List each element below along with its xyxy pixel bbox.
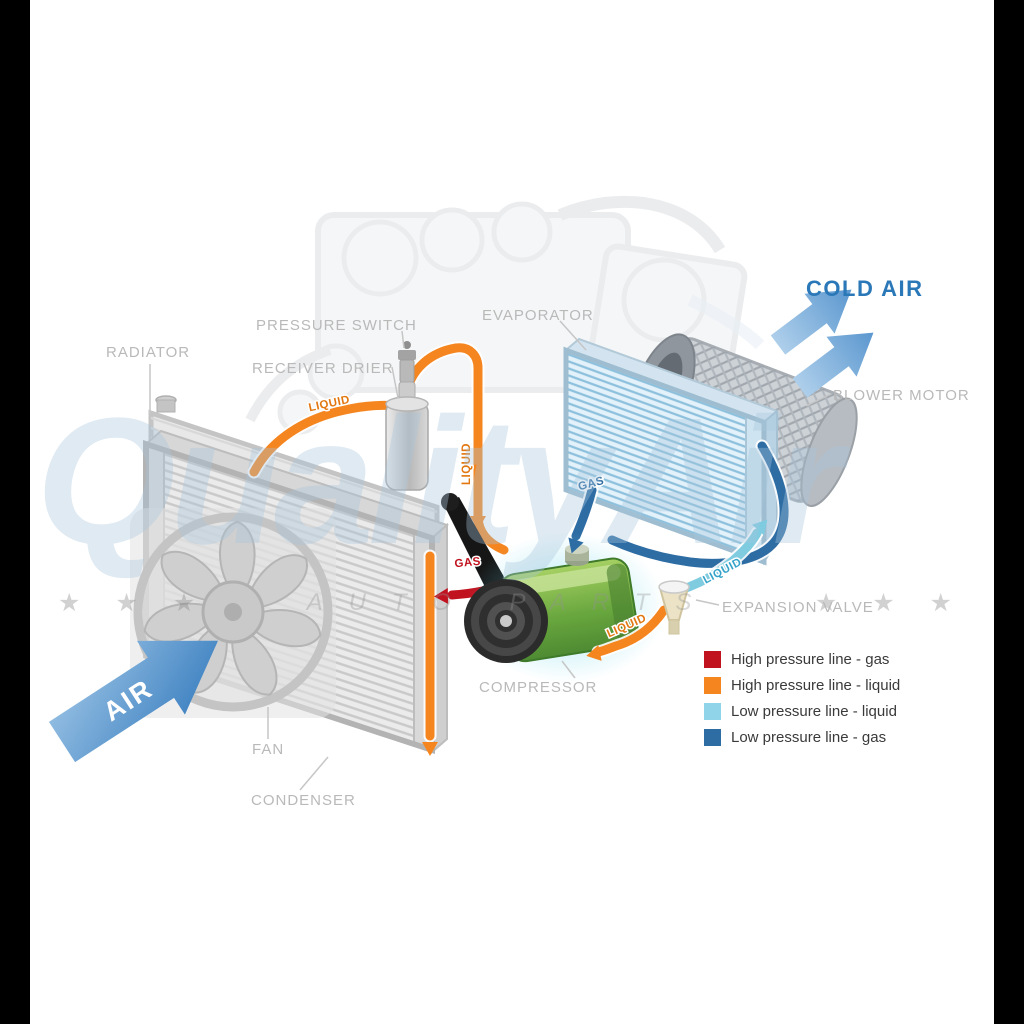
legend: High pressure line - gas High pressure l… [704, 646, 900, 750]
expansion-valve [658, 580, 690, 635]
legend-item-low-pressure-gas: Low pressure line - gas [704, 724, 900, 750]
leader-lines [149, 320, 832, 791]
receiver-drier [385, 341, 429, 491]
label-fan: FAN [252, 741, 285, 758]
flow-arrow [568, 537, 584, 554]
legend-label: High pressure line - liquid [731, 676, 901, 694]
flow-arrow [422, 742, 438, 756]
label-receiver-drier: RECEIVER DRIER [252, 360, 394, 377]
cold-air-arrow [792, 332, 874, 398]
pipe-high-pressure-liquid [593, 605, 669, 657]
flow-arrow [586, 645, 602, 661]
legend-label: Low pressure line - liquid [731, 702, 897, 720]
pipe-low-pressure-liquid [675, 528, 762, 595]
legend-swatch-high-pressure-gas [704, 650, 721, 668]
evaporator [563, 337, 779, 566]
legend-item-high-pressure-gas: High pressure line - gas [704, 646, 900, 672]
pipe-low-pressure-gas [571, 485, 597, 541]
left-black-bar [0, 0, 30, 1024]
pipe-high-pressure-liquid [249, 400, 405, 477]
legend-swatch-high-pressure-liquid [704, 676, 721, 694]
label-cold-air: COLD AIR [806, 276, 924, 301]
flow-arrows [422, 516, 768, 756]
label-pressure-switch: PRESSURE SWITCH [256, 317, 417, 334]
legend-item-high-pressure-liquid: High pressure line - liquid [704, 672, 900, 698]
label-blower-motor: BLOWER MOTOR [833, 387, 970, 404]
pipe-label-gas: GAS [454, 556, 482, 571]
label-expansion-valve: EXPANSION VALVE [722, 599, 874, 616]
label-condenser: CONDENSER [251, 792, 356, 809]
pressure-switch [398, 350, 416, 360]
legend-swatch-low-pressure-liquid [704, 702, 721, 720]
refrigerant-pipes [247, 341, 791, 743]
legend-label: Low pressure line - gas [731, 728, 887, 746]
label-radiator: RADIATOR [106, 344, 191, 361]
flow-arrow [752, 519, 768, 536]
flow-arrow [470, 516, 486, 530]
pipe-high-pressure-liquid [401, 343, 509, 555]
legend-swatch-low-pressure-gas [704, 728, 721, 746]
label-evaporator: EVAPORATOR [482, 307, 594, 324]
cold-air-arrow [770, 289, 852, 355]
label-compressor: COMPRESSOR [479, 679, 598, 696]
legend-item-low-pressure-liquid: Low pressure line - liquid [704, 698, 900, 724]
right-black-bar [994, 0, 1024, 1024]
legend-label: High pressure line - gas [731, 650, 890, 668]
cold-air-arrows [770, 289, 874, 398]
flow-arrow [434, 588, 449, 604]
pipe-label-liquid: LIQUID [461, 443, 473, 485]
